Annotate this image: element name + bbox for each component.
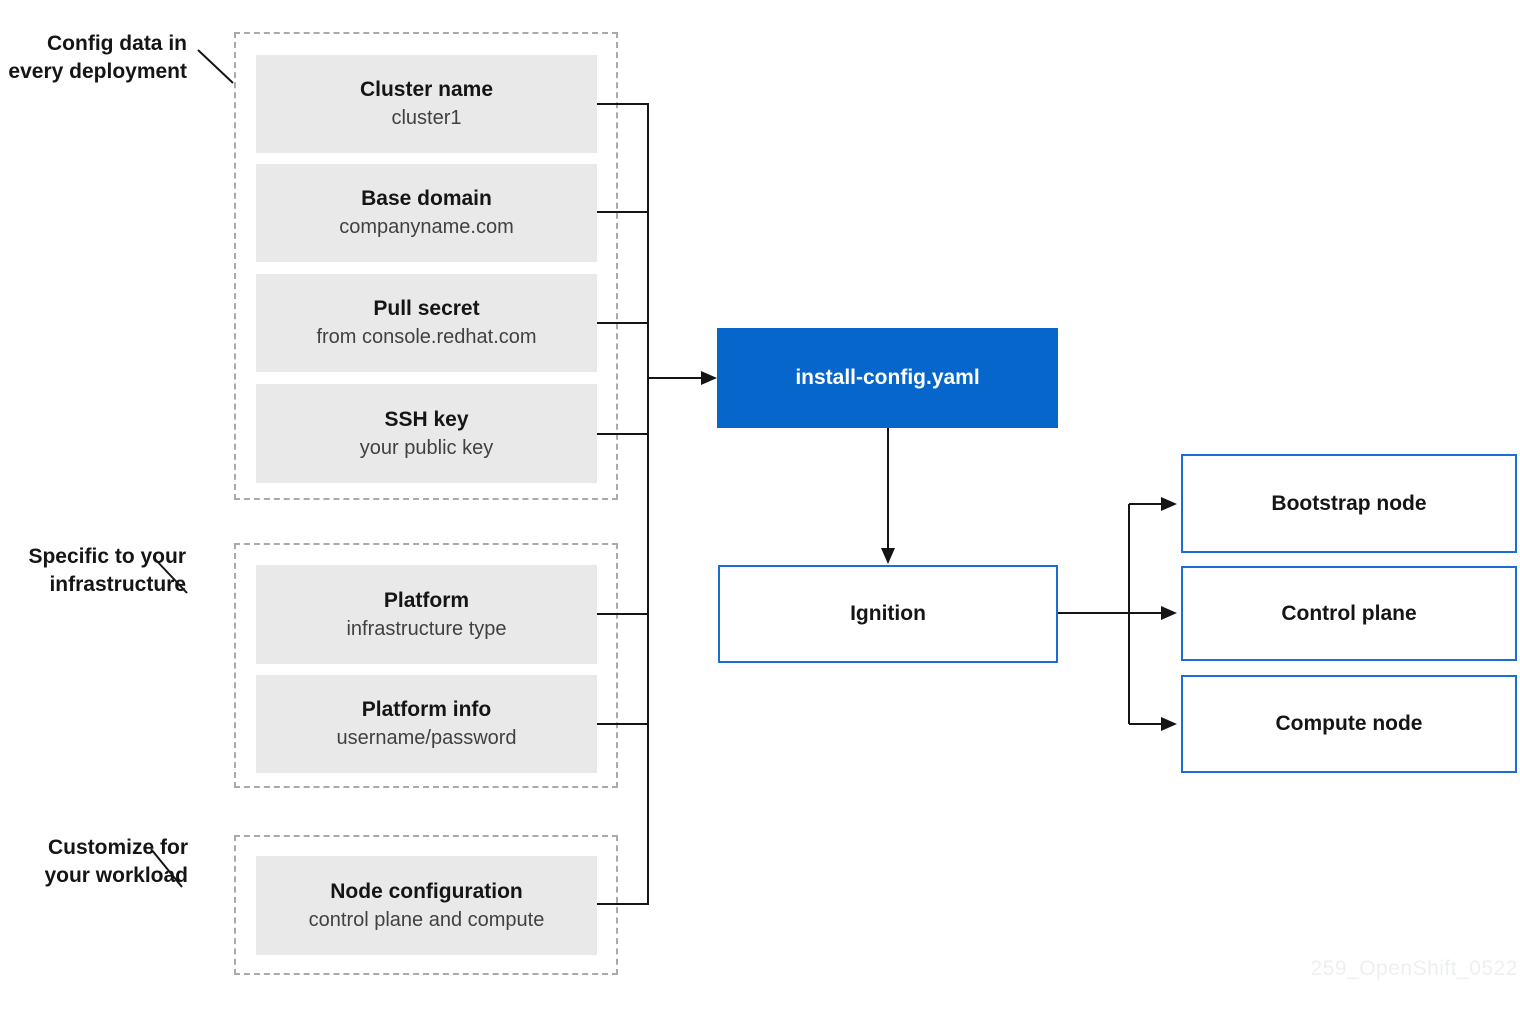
compute-node-box: Compute node xyxy=(1181,675,1517,773)
config-item-pull-secret: Pull secret from console.redhat.com xyxy=(256,274,597,372)
bootstrap-node-box: Bootstrap node xyxy=(1181,454,1517,553)
config-item-subtitle: your public key xyxy=(359,436,494,459)
config-item-node-configuration: Node configuration control plane and com… xyxy=(256,856,597,955)
ignition-label: Ignition xyxy=(850,602,926,625)
install-config-yaml-box: install-config.yaml xyxy=(717,328,1058,428)
config-item-title: Platform info xyxy=(361,698,492,721)
config-item-subtitle: cluster1 xyxy=(391,107,462,129)
config-item-subtitle: control plane and compute xyxy=(308,908,545,931)
install-config-yaml-label: install-config.yaml xyxy=(795,366,980,389)
config-item-platform: Platform infrastructure type xyxy=(256,565,597,664)
group-customize-for-workload xyxy=(234,835,618,975)
config-item-base-domain: Base domain companyname.com xyxy=(256,164,597,262)
arrowhead-icon xyxy=(1161,606,1177,620)
ignition-box: Ignition xyxy=(718,565,1058,663)
config-item-subtitle: companyname.com xyxy=(339,216,514,238)
bootstrap-node-label: Bootstrap node xyxy=(1271,491,1427,515)
config-item-title: SSH key xyxy=(384,407,469,431)
config-item-subtitle: infrastructure type xyxy=(346,617,507,640)
config-item-subtitle: username/password xyxy=(336,727,517,749)
arrowhead-icon xyxy=(1161,717,1177,731)
control-plane-label: Control plane xyxy=(1281,601,1417,625)
config-item-title: Base domain xyxy=(361,187,492,210)
compute-node-label: Compute node xyxy=(1275,712,1423,735)
config-item-title: Cluster name xyxy=(359,78,494,101)
label-config-data-every-deployment: Config data in every deployment xyxy=(8,32,187,83)
config-item-title: Node configuration xyxy=(330,879,523,903)
tick-config-data xyxy=(197,49,234,84)
config-item-ssh-key: SSH key your public key xyxy=(256,384,597,483)
config-item-cluster-name: Cluster name cluster1 xyxy=(256,55,597,153)
arrowhead-icon xyxy=(701,371,717,385)
label-specific-to-infrastructure: Specific to your infrastructure xyxy=(28,545,186,596)
watermark: 259_OpenShift_0522 xyxy=(1310,957,1518,980)
arrowhead-icon xyxy=(881,548,895,564)
config-item-title: Pull secret xyxy=(373,297,480,320)
config-item-platform-info: Platform info username/password xyxy=(256,675,597,773)
config-item-subtitle: from console.redhat.com xyxy=(316,326,537,348)
config-item-title: Platform xyxy=(383,588,470,612)
control-plane-box: Control plane xyxy=(1181,566,1517,661)
arrowhead-icon xyxy=(1161,497,1177,511)
label-customize-for-workload: Customize for your workload xyxy=(44,836,188,887)
